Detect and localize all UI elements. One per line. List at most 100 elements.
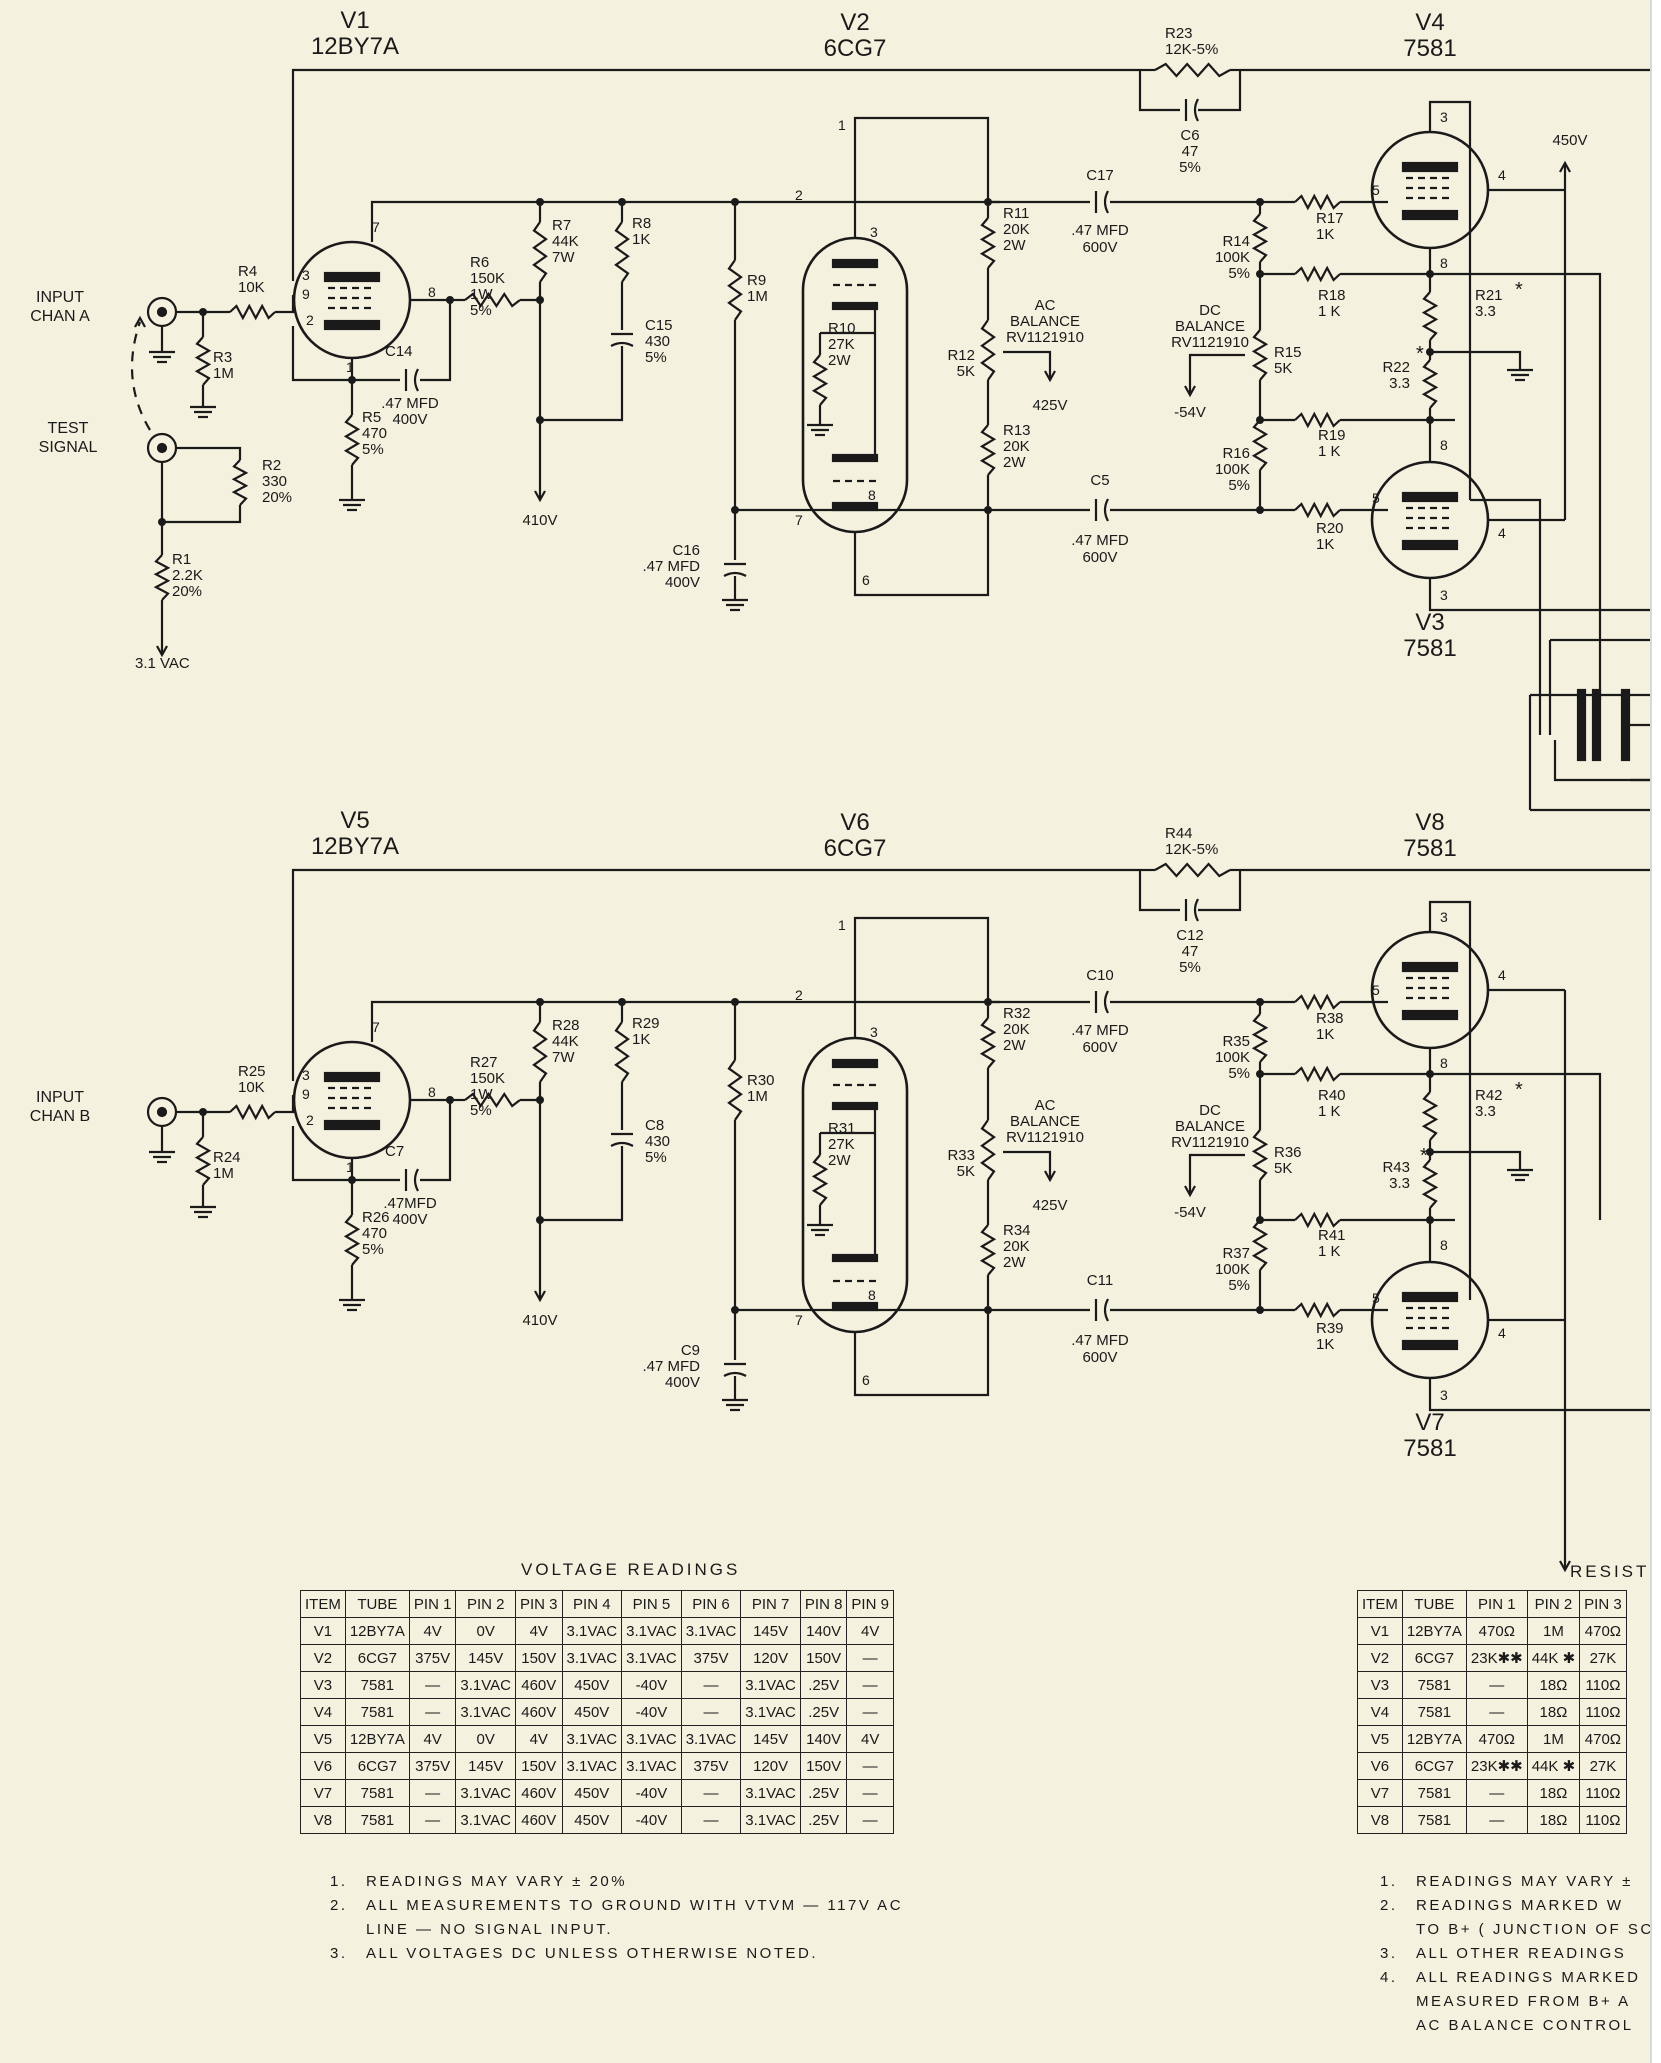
vt-cell: 460V <box>515 1671 563 1699</box>
resistor-symbol <box>194 1136 212 1186</box>
tube-plate <box>323 1071 381 1083</box>
transformer-core <box>1591 688 1602 762</box>
wire <box>291 1126 400 1182</box>
component-label: R1 <box>172 551 191 568</box>
junction-dot <box>618 998 626 1006</box>
vt-header-cell: PIN 6 <box>680 1590 742 1618</box>
vacuum-tube-symbol <box>1370 1260 1490 1380</box>
note-item: 2.ALL MEASUREMENTS TO GROUND WITH VTVM —… <box>330 1897 904 1938</box>
component-label: C8 <box>645 1117 664 1134</box>
component-label: 100K <box>1215 1049 1250 1066</box>
voltage-notes: 1.READINGS MAY VARY ± 20%2.ALL MEASUREME… <box>330 1870 903 1966</box>
wire <box>1198 870 1242 912</box>
resistor-symbol <box>811 1154 829 1206</box>
tube-cathode <box>831 301 879 311</box>
junction-dot <box>199 1108 207 1116</box>
capacitor-symbol <box>1193 98 1199 122</box>
input-jack-icon <box>156 442 168 454</box>
pin-number: 4 <box>1498 967 1506 983</box>
component-label: 1K <box>1316 536 1334 553</box>
resistor-symbol <box>979 1224 997 1276</box>
vt-header-cell: PIN 3 <box>515 1590 563 1618</box>
resistor-symbol <box>1421 291 1439 341</box>
junction-dot <box>536 198 544 206</box>
vt-cell: V8 <box>300 1806 346 1834</box>
component-label: C6 <box>1180 127 1199 144</box>
component-label: 1 K <box>1318 443 1341 460</box>
tube-label: V1 <box>340 7 369 34</box>
capacitor-symbol <box>723 571 747 577</box>
component-label: C12 <box>1176 927 1204 944</box>
vt-cell: 12BY7A <box>344 1617 410 1645</box>
tube-cathode <box>831 1253 879 1263</box>
rt-cell: 27K <box>1579 1752 1627 1780</box>
component-label: R38 <box>1316 1010 1344 1027</box>
pin-number: 2 <box>306 312 314 328</box>
component-label: R13 <box>1003 422 1031 439</box>
resistor-symbol <box>1421 359 1439 409</box>
rt-cell: 44K ✱ <box>1526 1752 1581 1780</box>
rt-cell: V6 <box>1357 1752 1403 1780</box>
rt-cell: 27K <box>1579 1644 1627 1672</box>
component-label: 7W <box>552 1049 575 1066</box>
component-label: 20K <box>1003 1238 1030 1255</box>
component-label: R16 <box>1222 445 1250 462</box>
component-label: R22 <box>1382 359 1410 376</box>
resistor-symbol <box>1294 411 1341 429</box>
balance-label: RV1121910 <box>1171 1134 1249 1151</box>
vt-header-cell: PIN 5 <box>621 1590 682 1618</box>
component-label: R4 <box>238 263 257 280</box>
resistor-symbol <box>194 336 212 386</box>
tube-plate <box>831 1058 879 1069</box>
component-label: 2W <box>1003 237 1026 254</box>
pin-number: 5 <box>1372 182 1380 198</box>
rt-header-cell: PIN 2 <box>1526 1590 1581 1618</box>
wire <box>1428 1378 1650 1412</box>
component-label: R6 <box>470 254 489 271</box>
vt-cell: 145V <box>455 1752 516 1780</box>
component-label: C10 <box>1086 967 1114 984</box>
component-label: 1K <box>632 1031 650 1048</box>
component-label: 3.3 <box>1389 1175 1410 1192</box>
resistor-symbol <box>1294 1301 1341 1319</box>
vt-cell: 145V <box>740 1725 801 1753</box>
junction-dot <box>536 998 544 1006</box>
junction-dot <box>1256 998 1264 1006</box>
resistor-symbol <box>1294 1211 1341 1229</box>
junction-dot <box>1256 198 1264 206</box>
pin-number: 8 <box>428 1084 436 1100</box>
resistor-symbol <box>1251 1129 1269 1181</box>
vt-cell: — <box>846 1779 894 1807</box>
wire <box>291 68 1140 281</box>
resistor-symbol <box>980 319 996 381</box>
vt-cell: .25V <box>799 1698 848 1726</box>
component-label: 1K <box>1316 1026 1334 1043</box>
component-label: 430 <box>645 1133 670 1150</box>
pin-number: 8 <box>1440 255 1448 271</box>
wire <box>1553 740 1650 782</box>
junction-dot <box>731 998 739 1006</box>
tube-label: 7581 <box>1403 835 1456 862</box>
pin-number: 7 <box>372 1019 380 1035</box>
wire <box>1428 900 1472 1300</box>
resistor-symbol <box>153 554 171 601</box>
resistor-symbol <box>980 1119 996 1181</box>
component-label: 10K <box>238 1079 265 1096</box>
resistor-symbol <box>979 424 997 476</box>
component-label: R8 <box>632 215 651 232</box>
component-label: .47 MFD <box>1071 222 1129 239</box>
vt-header-cell: PIN 7 <box>740 1590 801 1618</box>
component-label: R30 <box>747 1072 775 1089</box>
component-label: R25 <box>238 1063 266 1080</box>
arrow-symbol <box>1184 1185 1196 1198</box>
vt-cell: .25V <box>799 1671 848 1699</box>
pin-number: 9 <box>302 286 310 302</box>
pin-number: 4 <box>1498 525 1506 541</box>
component-label: 5% <box>362 1241 384 1258</box>
component-label: R14 <box>1222 233 1250 250</box>
rt-cell: V2 <box>1357 1644 1403 1672</box>
junction-dot <box>1426 416 1434 424</box>
